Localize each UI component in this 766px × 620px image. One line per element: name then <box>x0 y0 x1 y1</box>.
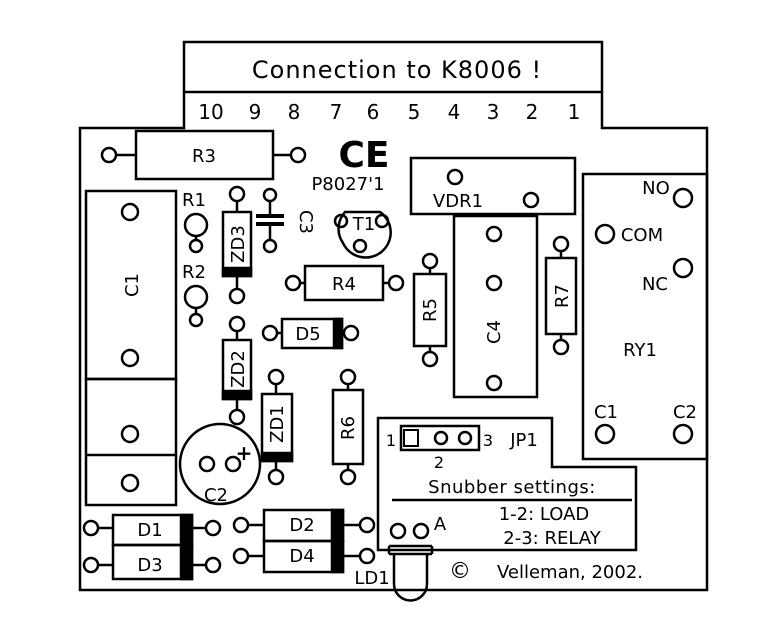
d2-label: D2 <box>289 515 314 536</box>
relay-com-label: COM <box>621 225 663 246</box>
d3-label: D3 <box>137 555 162 576</box>
pin-number: 7 <box>330 100 343 124</box>
pin-number: 1 <box>568 100 581 124</box>
d1-label: D1 <box>137 520 162 541</box>
zener-zd2: ZD2 <box>221 315 253 426</box>
pin-number: 4 <box>448 100 461 124</box>
snubber-title: Snubber settings: <box>428 477 596 498</box>
resistor-r7: R7 <box>544 235 578 356</box>
ce-mark: CE <box>338 135 389 176</box>
copyright-symbol: © <box>449 559 471 584</box>
c2-label: C2 <box>204 485 228 506</box>
r5-label: R5 <box>420 298 441 322</box>
pin-number: 9 <box>249 100 262 124</box>
relay-ry1: NO COM NC RY1 C1 C2 <box>581 172 709 461</box>
zd1-label: ZD1 <box>267 405 288 443</box>
board-id: P8027'1 <box>311 174 384 195</box>
relay-c1-label: C1 <box>594 402 618 423</box>
relay-no-label: NO <box>642 178 670 199</box>
c1-label: C1 <box>122 273 143 297</box>
diode-d2: D2 <box>232 508 376 543</box>
diode-d5: D5 <box>261 317 360 350</box>
jp1-pin3: 3 <box>483 431 493 450</box>
c3-label: C3 <box>295 210 316 234</box>
ld1-label: LD1 <box>354 568 389 589</box>
zd3-label: ZD3 <box>228 225 249 263</box>
relay-nc-label: NC <box>642 274 668 295</box>
d5-label: D5 <box>295 324 320 345</box>
ld1-anode-label: A <box>434 514 447 535</box>
vdr1-label: VDR1 <box>433 191 483 212</box>
r7-label: R7 <box>552 284 573 308</box>
jp1-pin2: 2 <box>434 453 444 472</box>
snubber-option-relay: 2-3: RELAY <box>503 528 601 549</box>
jumper-jp1: 1 2 3 JP1 Snubber settings: 1-2: LOAD 2-… <box>376 416 638 552</box>
pin-number: 8 <box>288 100 301 124</box>
resistor-r1: R1 <box>182 190 209 254</box>
zener-zd3: ZD3 <box>221 185 253 305</box>
r3-label: R3 <box>192 146 216 167</box>
resistor-r4: R4 <box>284 264 405 302</box>
d4-label: D4 <box>289 546 314 567</box>
resistor-r5: R5 <box>412 252 448 368</box>
connector-label: Connection to K8006 ! <box>252 56 542 84</box>
transistor-t1: T1 <box>333 210 392 259</box>
c4-label: C4 <box>484 320 505 344</box>
copyright-text: Velleman, 2002. <box>497 562 643 583</box>
connector-pin-numbers: 10 9 8 7 6 5 4 3 2 1 <box>198 100 580 124</box>
jp1-pin1: 1 <box>386 431 396 450</box>
capacitor-c3: C3 <box>256 187 316 254</box>
pin-number: 2 <box>526 100 539 124</box>
zd2-label: ZD2 <box>228 350 249 388</box>
c2-polarity: + <box>236 441 253 465</box>
snubber-option-load: 1-2: LOAD <box>499 504 590 525</box>
jp1-label: JP1 <box>509 430 538 451</box>
diode-d3: D3 <box>82 543 222 581</box>
pin-number: 6 <box>367 100 380 124</box>
varistor-vdr1: VDR1 <box>409 156 577 216</box>
relay-c2-label: C2 <box>673 402 697 423</box>
r2-label: R2 <box>182 262 206 283</box>
terminal-block <box>84 377 178 507</box>
r6-label: R6 <box>338 416 359 440</box>
pin-number: 5 <box>408 100 421 124</box>
r1-label: R1 <box>182 190 206 211</box>
resistor-r3: R3 <box>100 129 307 181</box>
r4-label: R4 <box>332 274 356 295</box>
t1-label: T1 <box>352 214 375 235</box>
resistor-r2: R2 <box>182 262 209 328</box>
pin-number: 10 <box>198 100 223 124</box>
diode-d4: D4 <box>232 539 376 574</box>
zener-zd1: ZD1 <box>260 368 294 486</box>
capacitor-c2: + C2 <box>178 422 262 506</box>
capacitor-c1: C1 <box>84 189 178 381</box>
diode-d1: D1 <box>82 513 222 547</box>
relay-name-label: RY1 <box>623 340 657 361</box>
capacitor-c4: C4 <box>452 214 539 399</box>
pin-number: 3 <box>487 100 500 124</box>
board-outline <box>78 40 709 592</box>
led-ld1: A LD1 <box>354 514 447 602</box>
resistor-r6: R6 <box>331 368 365 486</box>
